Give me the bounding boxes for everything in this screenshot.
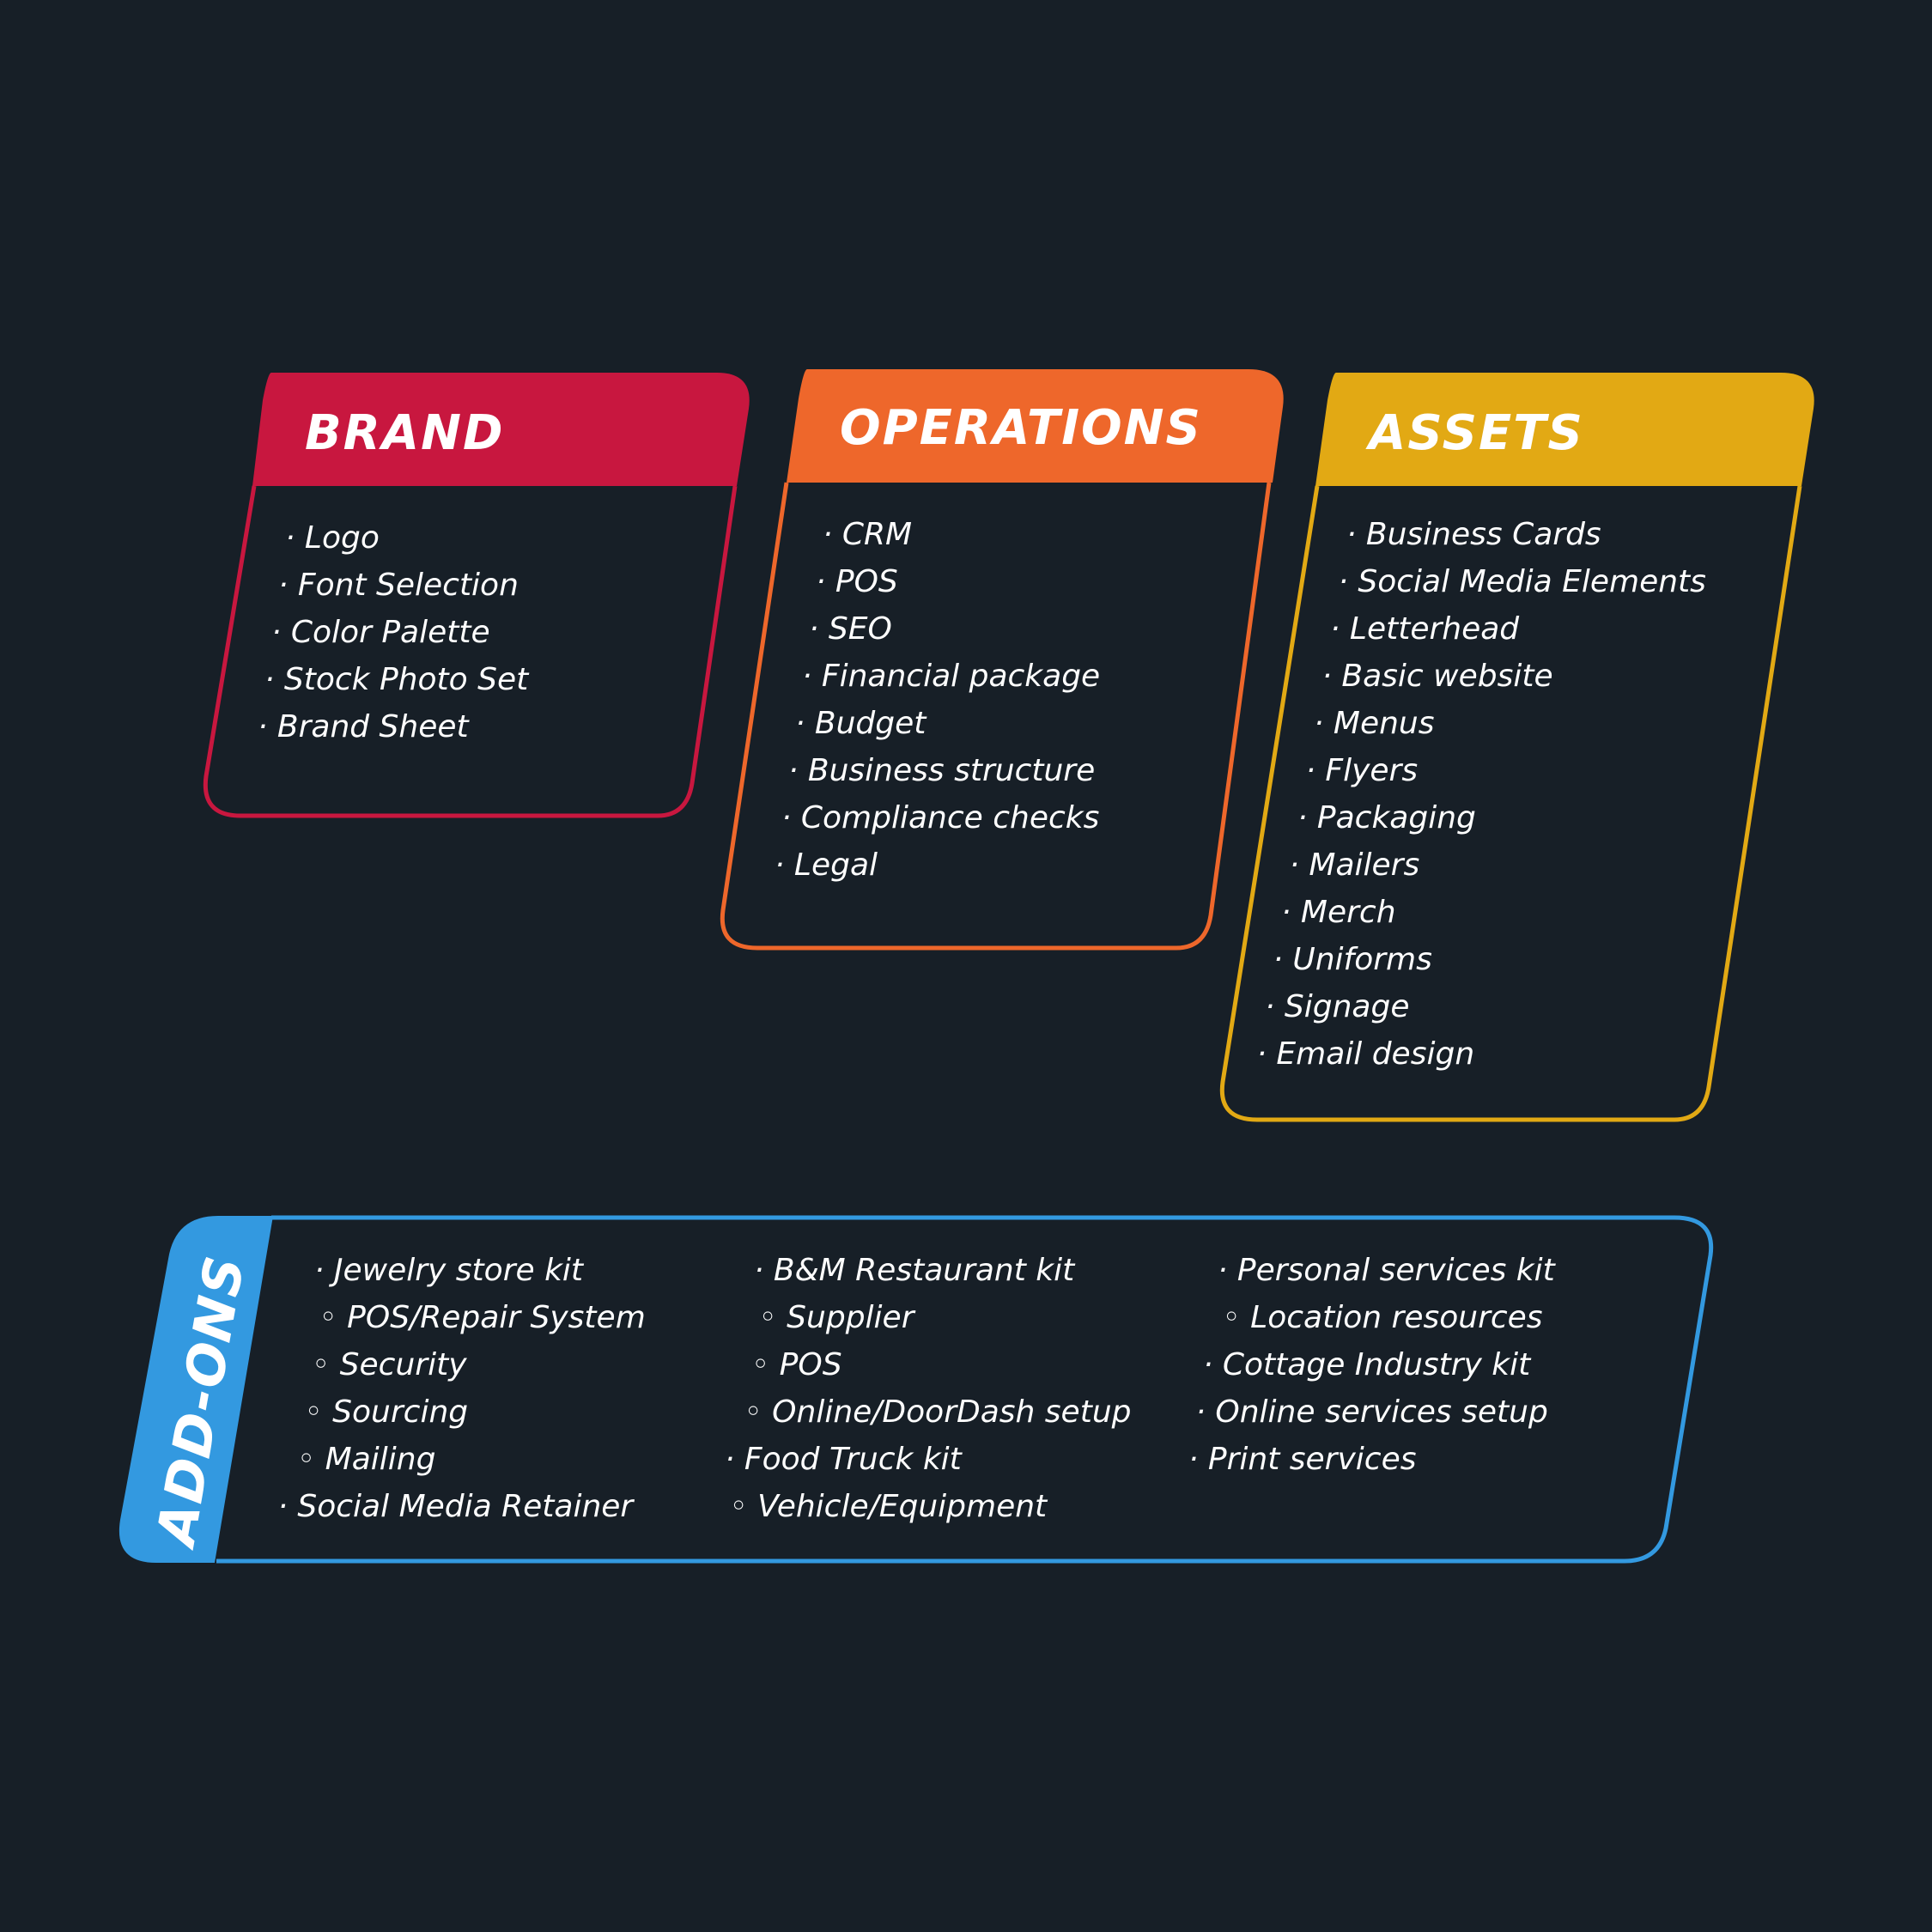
brand-card-border bbox=[203, 485, 738, 818]
assets-list-item: · Basic website bbox=[1321, 659, 1553, 694]
assets-list-item: · Business Cards bbox=[1346, 517, 1601, 552]
addons-card-border bbox=[216, 1215, 1714, 1564]
assets-list-item: · Uniforms bbox=[1273, 942, 1432, 977]
addons-list-item: · Cottage Industry kit bbox=[1203, 1347, 1531, 1382]
brand-list-item: · Brand Sheet bbox=[258, 709, 469, 744]
operations-list-item: · Compliance checks bbox=[781, 800, 1100, 835]
addons-list-item: · B&M Restaurant kit bbox=[754, 1253, 1075, 1288]
addons-list-item: · Food Truck kit bbox=[725, 1442, 962, 1477]
brand-list-item: · Logo bbox=[285, 520, 380, 556]
operations-list-item: · Budget bbox=[795, 706, 927, 741]
assets-list-item: · Packaging bbox=[1297, 800, 1476, 835]
operations-card-border bbox=[720, 482, 1272, 951]
operations-list-item: · Business structure bbox=[788, 753, 1096, 788]
addons-list-item: ◦ Location resources bbox=[1222, 1300, 1543, 1335]
assets-list-item: · Signage bbox=[1265, 989, 1410, 1024]
assets-list-item: · Email design bbox=[1256, 1036, 1475, 1072]
operations-card-header bbox=[787, 369, 1284, 483]
operations-list-item: · POS bbox=[816, 564, 898, 599]
assets-list-item: · Flyers bbox=[1305, 753, 1419, 788]
operations-title: OPERATIONS bbox=[840, 400, 1202, 456]
brand-title: BRAND bbox=[305, 405, 505, 461]
operations-list-item: · Legal bbox=[775, 848, 878, 883]
addons-list-item: ◦ POS bbox=[751, 1347, 842, 1382]
addons-list-item: · Jewelry store kit bbox=[314, 1253, 584, 1288]
brand-list-item: · Color Palette bbox=[271, 615, 490, 650]
assets-list-item: · Menus bbox=[1314, 706, 1435, 741]
addons-list-item: ◦ Online/DoorDash setup bbox=[744, 1394, 1132, 1430]
addons-list-item: · Social Media Retainer bbox=[277, 1489, 634, 1524]
brand-card-header bbox=[252, 373, 750, 486]
assets-list-item: · Letterhead bbox=[1330, 611, 1520, 647]
brand-list-item: · Font Selection bbox=[278, 568, 519, 603]
assets-list-item: · Mailers bbox=[1289, 848, 1420, 883]
operations-list-item: · Financial package bbox=[802, 659, 1101, 694]
addons-list-item: ◦ Mailing bbox=[297, 1442, 436, 1477]
brand-list-item: · Stock Photo Set bbox=[264, 662, 529, 697]
addons-list-item: · Print services bbox=[1188, 1442, 1417, 1477]
addons-list-item: ◦ POS/Repair System bbox=[319, 1300, 646, 1335]
assets-card-border bbox=[1219, 485, 1802, 1122]
addons-list-item: · Personal services kit bbox=[1218, 1253, 1555, 1288]
operations-list-item: · SEO bbox=[809, 611, 892, 647]
addons-list-item: ◦ Security bbox=[312, 1347, 467, 1382]
operations-list-item: · CRM bbox=[823, 517, 913, 552]
assets-title: ASSETS bbox=[1369, 405, 1584, 461]
assets-list-item: · Social Media Elements bbox=[1338, 564, 1706, 599]
addons-card-tab bbox=[118, 1216, 273, 1563]
assets-list-item: · Merch bbox=[1281, 895, 1396, 930]
assets-card-header bbox=[1315, 373, 1814, 486]
addons-list-item: ◦ Vehicle/Equipment bbox=[729, 1489, 1048, 1524]
addons-list-item: · Online services setup bbox=[1195, 1394, 1548, 1430]
addons-list-item: ◦ Supplier bbox=[758, 1300, 914, 1335]
addons-list-item: ◦ Sourcing bbox=[304, 1394, 469, 1430]
